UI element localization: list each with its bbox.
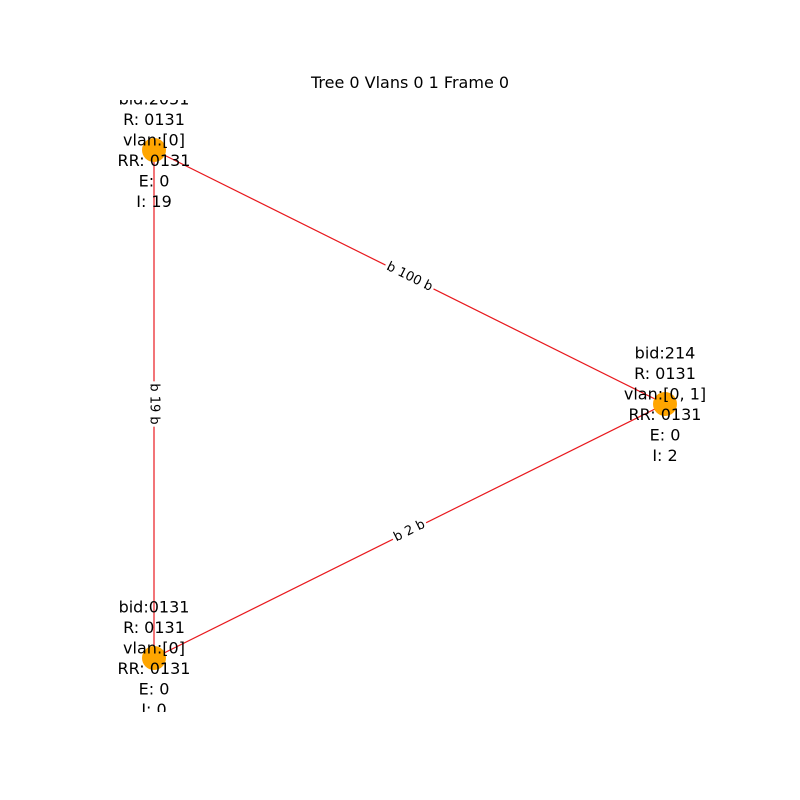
edge-weight-label: b 2 b [391, 517, 427, 545]
node-n214[interactable] [653, 392, 677, 416]
node-label-line: R: 0131 [123, 110, 185, 129]
node-label-line: E: 0 [650, 425, 681, 444]
edges-layer [153, 149, 666, 659]
node-label-line: E: 0 [139, 171, 170, 190]
node-label-line: E: 0 [139, 679, 170, 698]
node-label-line: RR: 0131 [118, 151, 191, 170]
edge-labels-layer: b 100 b b 19 b b 2 b [145, 257, 438, 547]
edge-label-background [389, 515, 430, 547]
node-label-line: bid:0131 [119, 597, 190, 616]
edge-weight-label: b 19 b [147, 383, 162, 424]
edge-label-group: b 19 b [145, 381, 163, 427]
node-label-line: R: 0131 [634, 364, 696, 383]
node-label-line: vlan:[0] [123, 130, 185, 149]
node-label-line: vlan:[0, 1] [624, 384, 706, 403]
node-n0131[interactable] [142, 646, 166, 670]
node-label-line: RR: 0131 [629, 405, 702, 424]
edge-label-background [381, 257, 438, 297]
node-label-line: I: 19 [136, 192, 172, 211]
node-label-line: I: 2 [652, 446, 677, 465]
node-n2051[interactable] [142, 138, 166, 162]
node-label-line: bid:2051 [119, 89, 190, 108]
edge-label-group: b 2 b [389, 515, 430, 547]
node-label-line: vlan:[0] [123, 638, 185, 657]
node-label-line: bid:214 [635, 343, 696, 362]
node-label-line: I: 0 [141, 700, 166, 719]
node-label-line: RR: 0131 [118, 659, 191, 678]
nodes-layer [142, 138, 677, 670]
diagram-title: Tree 0 Vlans 0 1 Frame 0 [310, 73, 509, 92]
edge-label-background [145, 381, 163, 427]
edge-label-group: b 100 b [381, 257, 438, 297]
node-label-line: R: 0131 [123, 618, 185, 637]
